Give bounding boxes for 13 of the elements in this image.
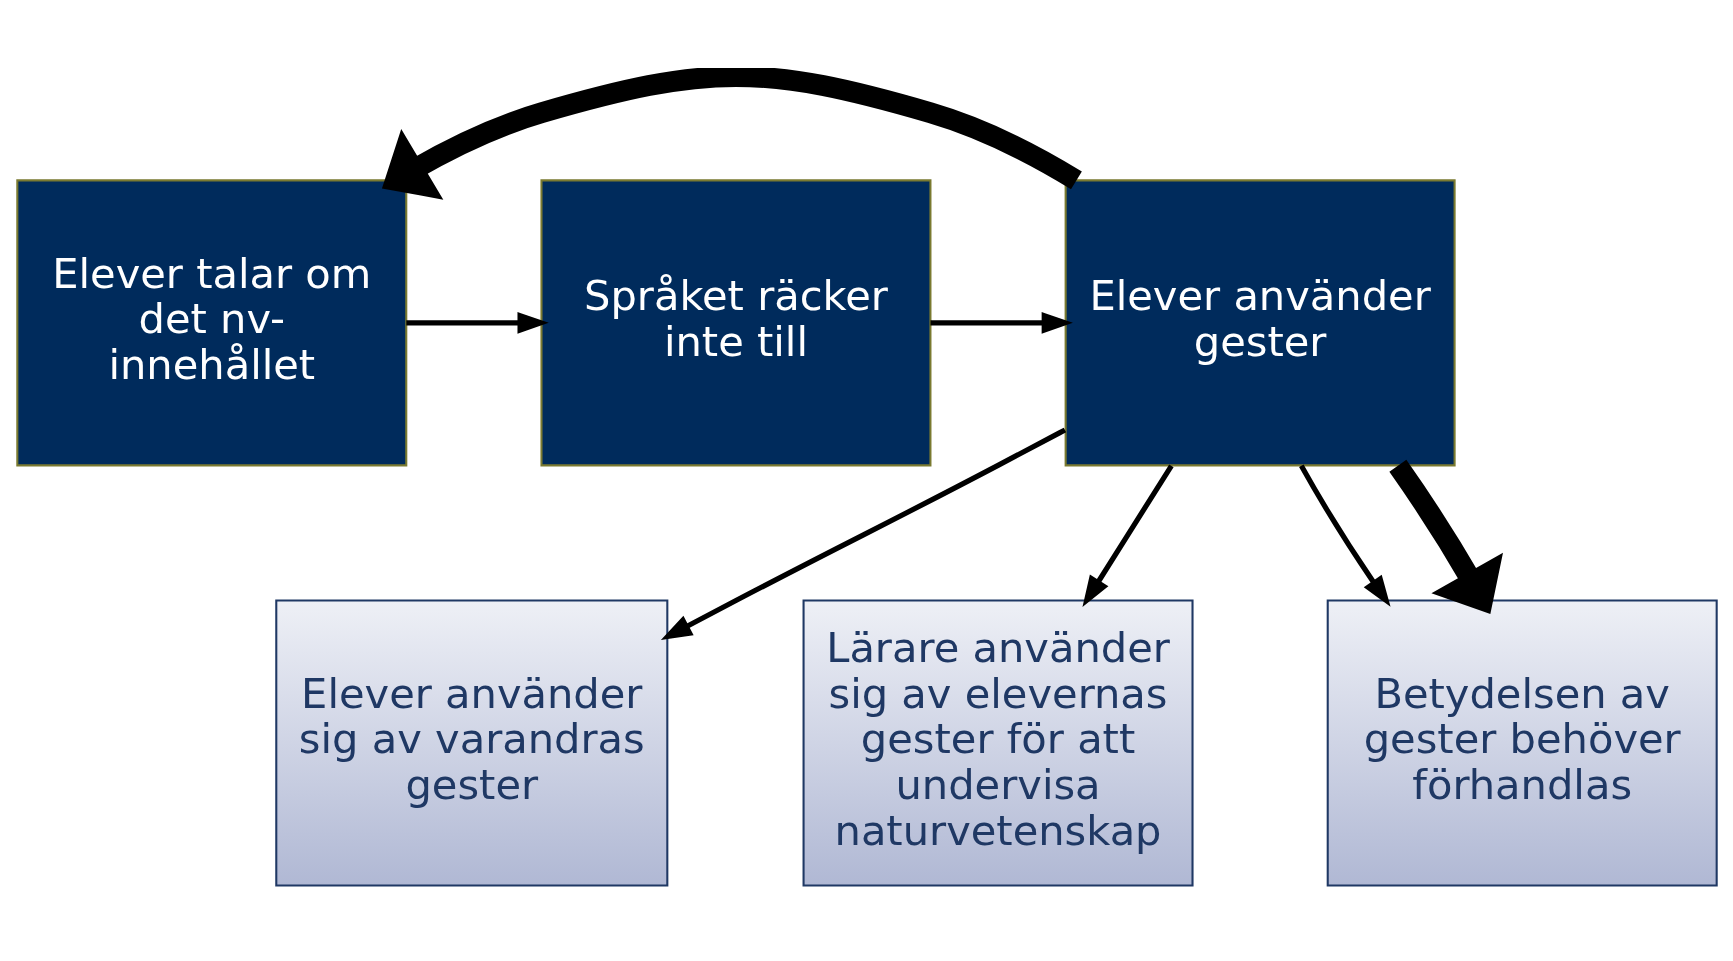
arrow (660, 427, 1066, 640)
arrow (1298, 464, 1391, 607)
node-box: Elever använder gester (1064, 178, 1456, 466)
node-box: Språket räcker inte till (539, 178, 931, 466)
arrow (1388, 459, 1503, 614)
node-box: Betydelsen av gester behöver förhandlas (1326, 599, 1718, 887)
arrow (930, 311, 1073, 334)
arrow (405, 311, 549, 334)
node-box: Lärare använder sig av elevernas gester för att undervisa naturvetenskap (802, 599, 1194, 887)
node-box: Elever använder sig av varandras gester (274, 599, 668, 887)
node-box: Elever talar om det nv- innehållet (15, 178, 407, 466)
arrow (381, 67, 1082, 200)
arrow (1081, 463, 1174, 607)
